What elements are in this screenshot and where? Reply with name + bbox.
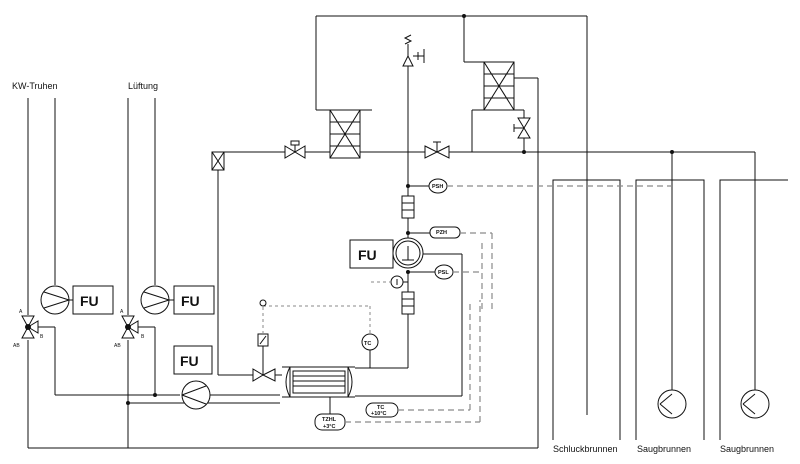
- label-saugbrunnen-2: Saugbrunnen: [720, 444, 774, 454]
- svg-text:PSH: PSH: [432, 184, 443, 190]
- svg-text:TC: TC: [364, 341, 371, 347]
- compressor: [392, 237, 424, 269]
- instrument-tzhl: TZHL +3°C: [314, 300, 481, 431]
- fu-compressor: FU: [349, 239, 394, 269]
- svg-text:+3°C: +3°C: [323, 424, 335, 430]
- instrument-psh: PSH: [408, 178, 672, 194]
- sight-glass-left: [211, 151, 225, 171]
- svg-text:TZHL: TZHL: [322, 417, 337, 423]
- kw-truhen-circuit: [27, 98, 180, 448]
- expansion-valve: [252, 299, 371, 382]
- kw-pump: [40, 285, 73, 315]
- wells: [552, 179, 788, 440]
- svg-text:TC: TC: [377, 405, 384, 411]
- kw-mixing-valve: A B AB: [13, 309, 44, 349]
- oil-level-indicator: [371, 275, 408, 289]
- right-valve-vertical: [513, 117, 531, 154]
- lueftung-pump: [140, 285, 174, 315]
- evaporator: [282, 366, 355, 398]
- liquid-line: [218, 140, 330, 159]
- well-pump-1: [657, 152, 687, 419]
- label-lueftung: Lüftung: [128, 81, 158, 91]
- svg-text:AB: AB: [13, 343, 20, 349]
- fu-lueftung: FU: [173, 285, 215, 315]
- svg-text:B: B: [40, 334, 44, 340]
- right-valve-horizontal: [424, 141, 755, 159]
- fu-kw-label: FU: [80, 293, 99, 309]
- well-pump-2: [740, 152, 770, 419]
- svg-text:A: A: [19, 309, 23, 315]
- instrument-tc-top: TC: [361, 333, 379, 368]
- instrument-pzh: PZH: [408, 226, 493, 310]
- fu-kw: FU: [72, 285, 114, 315]
- fu-compressor-label: FU: [358, 247, 377, 263]
- label-saugbrunnen-1: Saugbrunnen: [637, 444, 691, 454]
- instrument-tc-bottom: TC +10°C: [365, 300, 471, 418]
- svg-text:PSL: PSL: [438, 270, 449, 276]
- instrument-psl: PSL: [408, 243, 483, 310]
- heat-exchanger-right: [463, 16, 538, 152]
- safety-valve: [402, 34, 425, 152]
- label-schluckbrunnen: Schluckbrunnen: [553, 444, 618, 454]
- heat-exchanger-top: [315, 14, 588, 415]
- fu-lueftung-label: FU: [181, 293, 200, 309]
- lueftung-mixing-valve: A B AB: [114, 309, 145, 349]
- svg-text:+10°C: +10°C: [371, 411, 387, 417]
- svg-text:AB: AB: [114, 343, 121, 349]
- evaporator-pump: [181, 380, 211, 410]
- label-kw-truhen: KW-Truhen: [12, 81, 58, 91]
- svg-text:PZH: PZH: [436, 230, 447, 236]
- fu-pump: FU: [173, 345, 213, 375]
- main-piping: [28, 78, 539, 449]
- svg-text:A: A: [120, 309, 124, 315]
- compressor-column: [355, 152, 463, 397]
- fu-pump-label: FU: [180, 353, 199, 369]
- svg-text:B: B: [141, 334, 145, 340]
